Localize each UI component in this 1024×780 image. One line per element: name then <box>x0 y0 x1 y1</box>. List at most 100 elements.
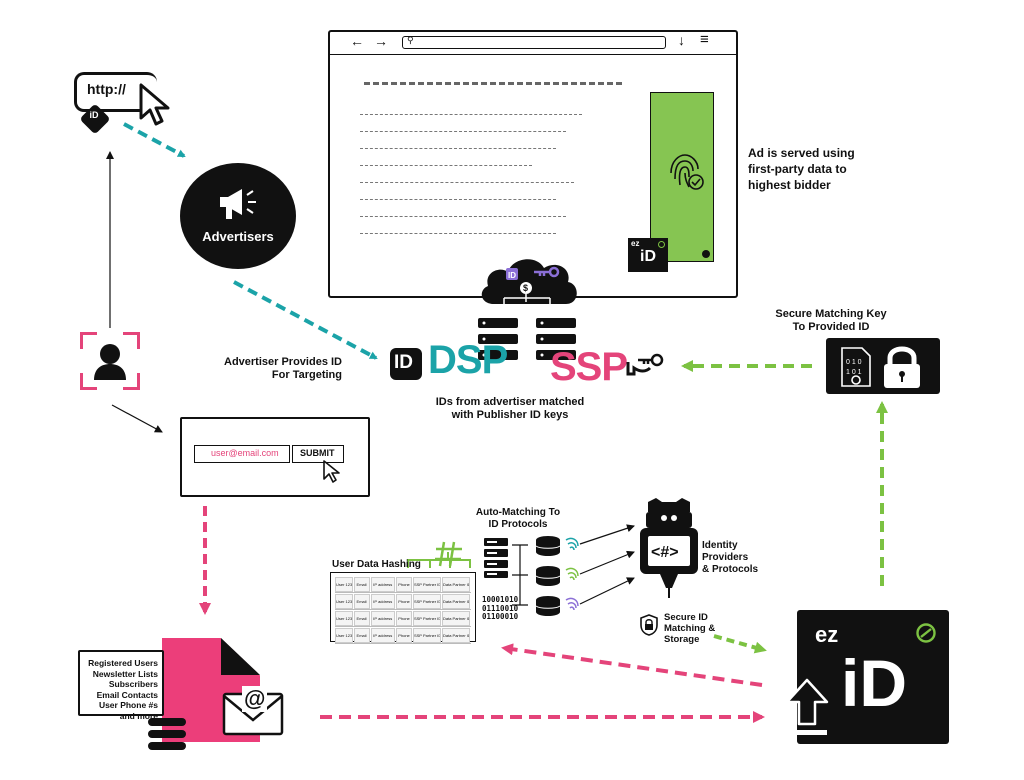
lock-icon: 0 1 0 1 0 1 <box>841 346 920 388</box>
auto-matching-caption: Auto-Matching To ID Protocols <box>475 507 561 530</box>
registered-users-line: User Phone #s <box>98 700 158 710</box>
hashing-table-cell: Email <box>353 611 370 626</box>
browser-toolbar: ← → ⚲ ↓ ≡ <box>330 31 736 55</box>
registered-users-line: Newsletter Lists <box>92 668 158 679</box>
hashing-table-cell: Phone <box>396 577 412 592</box>
server-icon <box>484 538 508 578</box>
advertisers-circle: Advertisers <box>180 163 296 269</box>
advertiser-provides-caption: Advertiser Provides ID For Targeting <box>224 356 342 381</box>
line-person-to-form <box>111 404 163 433</box>
hashing-table-cell: SSP Partner ID <box>412 611 441 626</box>
cursor-icon <box>323 460 340 483</box>
ssp-label: SSP <box>550 345 628 389</box>
svg-text:$: $ <box>523 283 528 293</box>
email-field[interactable]: user@email.com <box>194 445 290 463</box>
ezid-badge-small: ez iD <box>628 238 668 272</box>
registered-users-line: Subscribers <box>108 679 158 689</box>
forward-arrow-icon[interactable]: → <box>374 33 388 49</box>
hashing-table-cell: Phone <box>396 628 412 643</box>
secure-key-caption: Secure Matching Key To Provided ID <box>775 308 887 333</box>
hashtag-icon <box>435 541 462 567</box>
hashing-table-cell: IP address <box>370 611 396 626</box>
email-icon: @ <box>222 684 284 736</box>
ad-badge-corner <box>702 250 710 258</box>
hashing-title: User Data Hashing <box>332 559 421 570</box>
svg-text:ID: ID <box>508 271 516 280</box>
hashing-table-cell: Phone <box>396 594 412 609</box>
person-frame <box>80 332 140 390</box>
svg-text:0 1 0: 0 1 0 <box>846 359 862 366</box>
arrow-db-to-identity-1 <box>579 524 635 545</box>
hashing-table-cell: Email <box>353 628 370 643</box>
hashing-table-cell: User 123 <box>335 577 353 592</box>
hashing-table-cell: Data Partner ID <box>441 577 470 592</box>
cursor-icon <box>139 83 170 126</box>
green-ad <box>650 92 714 262</box>
fingerprint-icon <box>670 154 704 190</box>
text-placeholder-lines <box>360 114 590 234</box>
arrow-advertisers-to-dsp <box>233 280 378 360</box>
address-bar[interactable]: ⚲ <box>402 35 666 49</box>
menu-icon[interactable]: ≡ <box>700 31 709 48</box>
registered-users-line: and more <box>119 710 158 721</box>
cloud-icon: ID $ <box>481 259 577 308</box>
ids-matched-caption: IDs from advertiser matched with Publish… <box>435 396 585 421</box>
database-icon <box>535 536 579 616</box>
hashing-table-cell: IP address <box>370 628 396 643</box>
secure-id-caption: Secure ID Matching & Storage <box>664 612 716 645</box>
arrow-secure-to-ezid <box>713 634 767 654</box>
search-icon: ⚲ <box>407 35 414 45</box>
lock-box: 0 1 0 1 0 1 <box>826 338 940 394</box>
back-arrow-icon[interactable]: ← <box>350 33 364 49</box>
ad-served-caption: Ad is served using first-party data to h… <box>748 146 855 192</box>
arrow-http-to-advertisers <box>123 122 186 158</box>
heading-placeholder <box>364 82 622 85</box>
hashing-table-cell: Email <box>353 594 370 609</box>
advertisers-label: Advertisers <box>202 229 274 244</box>
hashing-table-cell: User 123 <box>335 611 353 626</box>
shield-lock-icon <box>640 614 658 636</box>
submit-button[interactable]: SUBMIT <box>292 445 344 463</box>
hashing-table-cell: SSP Partner ID <box>412 628 441 643</box>
binary-connectors <box>512 544 528 606</box>
registered-users-line: Email Contacts <box>96 689 158 700</box>
arrow-db-to-identity-2 <box>579 550 635 575</box>
binary-block: 10001010 01110010 01100010 <box>482 595 519 621</box>
hashing-table-cell: Email <box>353 577 370 592</box>
hashing-table-cell: Phone <box>396 611 412 626</box>
identity-providers-caption: Identity Providers & Protocols <box>702 540 759 575</box>
svg-text:<#>: <#> <box>651 544 679 561</box>
stack-icon <box>148 718 186 750</box>
key-icon <box>626 353 664 376</box>
server-icon <box>478 318 576 360</box>
browser-window: ← → ⚲ ↓ ≡ ez <box>328 30 738 298</box>
signup-form: user@email.com SUBMIT <box>180 417 370 497</box>
robot-icon: <#> <box>640 498 698 598</box>
hashing-table-cell: Data Partner ID <box>441 611 470 626</box>
hashing-table-cell: IP address <box>370 594 396 609</box>
ezid-emblem-icon <box>916 623 936 643</box>
arrow-ezid-to-hashing <box>501 643 763 687</box>
url-text: http:// <box>87 81 126 97</box>
hashing-table-cell: SSP Partner ID <box>412 577 441 592</box>
megaphone-icon <box>220 189 256 219</box>
hashing-table-cell: User 123 <box>335 594 353 609</box>
hashing-table-cell: IP address <box>370 577 396 592</box>
ezid-logo-small <box>658 241 665 248</box>
dsp-id-box: ID <box>390 348 422 380</box>
url-bar: http:// <box>74 72 157 112</box>
upload-icon <box>785 678 829 735</box>
ezid-logo-box: ez iD <box>785 610 949 744</box>
registered-users-line: Registered Users <box>88 658 158 668</box>
svg-text:1 0 1: 1 0 1 <box>846 369 862 376</box>
arrow-db-to-identity-3 <box>579 577 635 605</box>
hashing-table-cell: User 123 <box>335 628 353 643</box>
person-icon <box>94 344 126 380</box>
download-icon[interactable]: ↓ <box>678 32 685 48</box>
